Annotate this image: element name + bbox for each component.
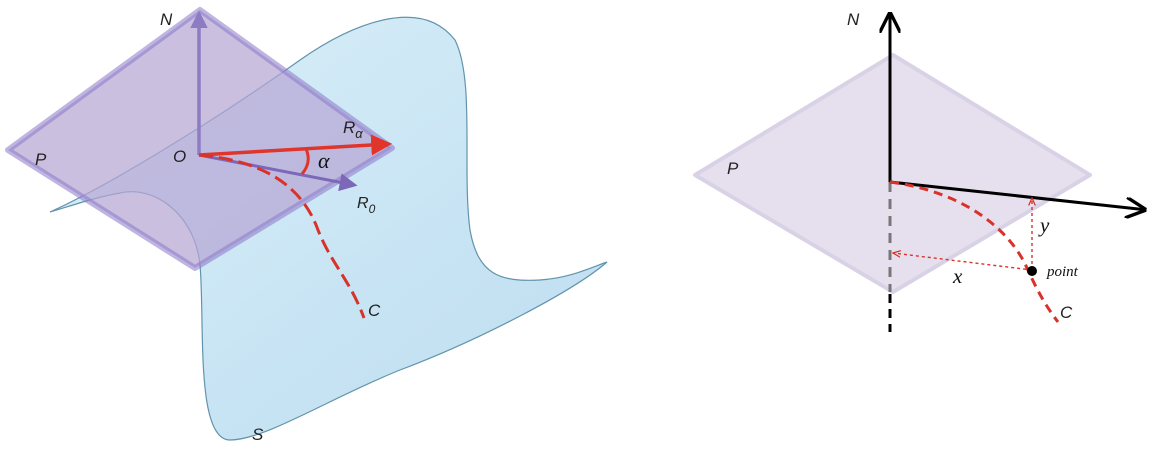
label-surface: S [252, 425, 264, 444]
point-marker [1027, 266, 1037, 276]
left-figure: N P O Rα α R0 C S [5, 7, 608, 444]
angle-arc [300, 148, 310, 175]
curve-c-right [889, 180, 1060, 323]
right-figure: N P y x point C [693, 10, 1145, 332]
label-plane-right: P [727, 159, 739, 178]
label-r-alpha: Rα [343, 118, 363, 141]
curve-c [198, 153, 366, 319]
label-curve: C [368, 301, 381, 320]
label-plane: P [35, 150, 47, 169]
label-normal: N [160, 10, 173, 29]
label-y: y [1038, 213, 1050, 237]
plane-p-right [693, 53, 1092, 294]
tangent-axis [889, 180, 1145, 210]
label-angle: α [318, 148, 330, 173]
label-r-zero: R0 [357, 195, 376, 216]
r-alpha-arrow [198, 134, 393, 157]
label-normal-right: N [847, 10, 860, 29]
projection-x [893, 253, 1033, 271]
label-curve-right: C [1060, 303, 1073, 322]
label-origin: O [173, 147, 186, 166]
label-point: point [1046, 264, 1079, 280]
label-x: x [952, 264, 963, 288]
